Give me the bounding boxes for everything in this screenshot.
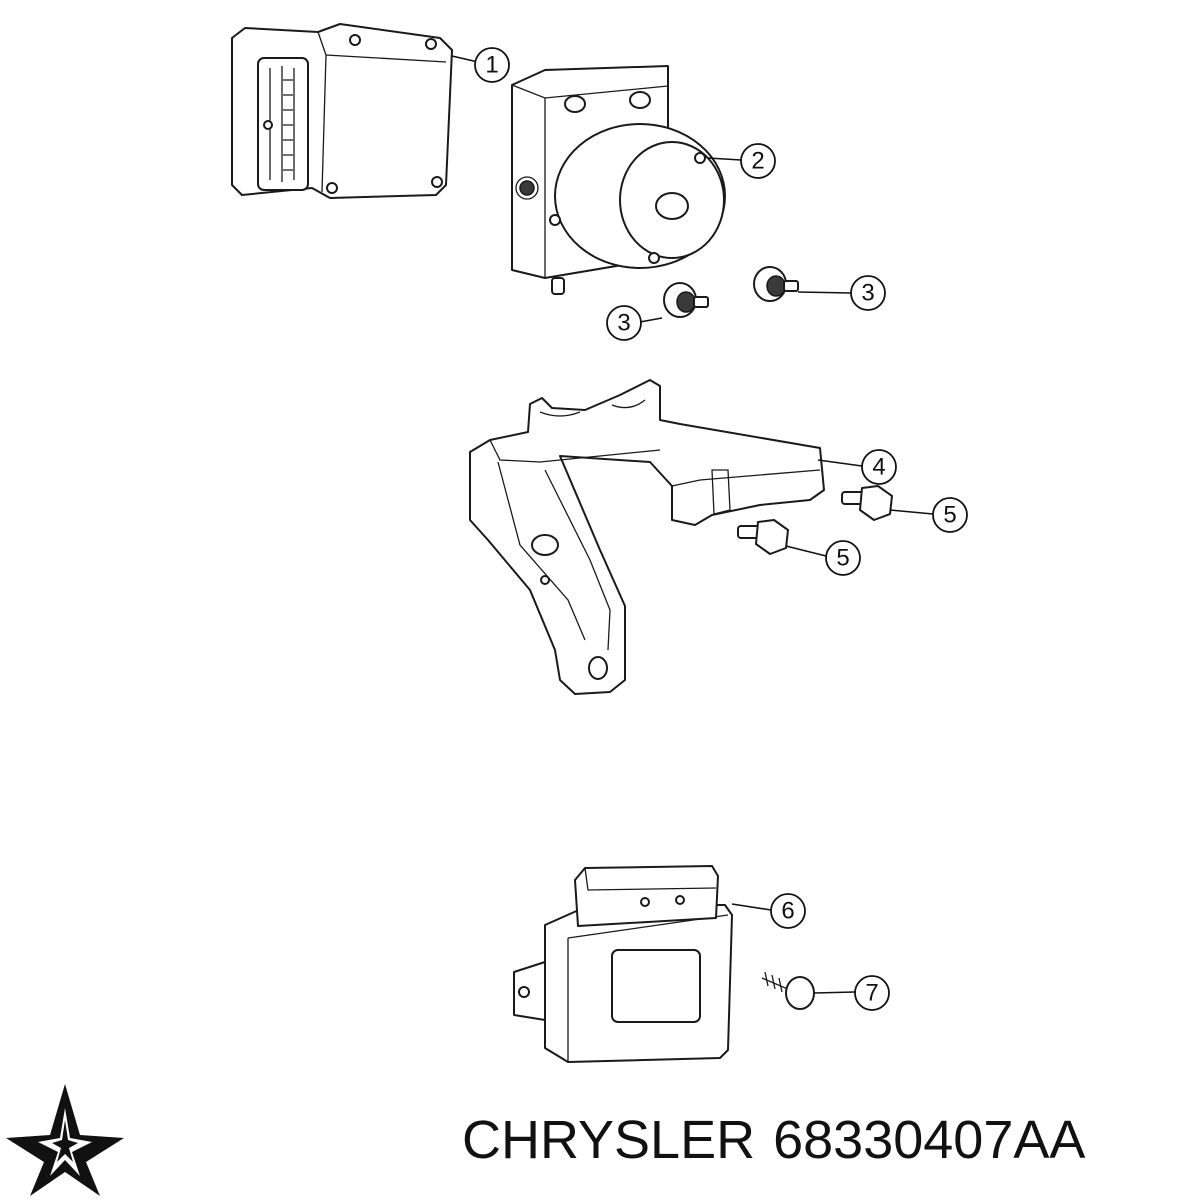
chrysler-logo-icon — [6, 1084, 124, 1196]
callout-7: 7 — [854, 975, 890, 1011]
hydraulic-unit-part — [511, 65, 726, 295]
callout-1: 1 — [474, 47, 510, 83]
callout-4: 4 — [861, 449, 897, 485]
brand-name: CHRYSLER — [462, 1110, 756, 1170]
module-part — [513, 865, 733, 1063]
bolt-part-upper — [841, 485, 893, 521]
svg-text:5: 5 — [943, 502, 956, 529]
svg-text:4: 4 — [872, 454, 885, 481]
callout-3-left: 3 — [606, 305, 642, 341]
svg-text:2: 2 — [751, 148, 764, 175]
callout-5-upper: 5 — [932, 497, 968, 533]
callout-6: 6 — [770, 893, 806, 929]
bolt-part-lower — [737, 519, 789, 555]
isolator-part-left — [663, 282, 709, 318]
control-module-part — [231, 23, 453, 199]
callout-2: 2 — [740, 143, 776, 179]
svg-text:6: 6 — [781, 898, 794, 925]
svg-text:3: 3 — [861, 280, 874, 307]
svg-text:1: 1 — [485, 52, 498, 79]
svg-text:5: 5 — [836, 545, 849, 572]
bracket-part — [469, 379, 825, 695]
leader-lines — [451, 55, 934, 994]
isolator-part-right — [753, 266, 799, 302]
svg-text:7: 7 — [865, 980, 878, 1007]
screw-part — [761, 971, 815, 1010]
brand-caption: CHRYSLER 68330407AA — [462, 1108, 1085, 1172]
callout-3-right: 3 — [850, 275, 886, 311]
svg-text:3: 3 — [617, 310, 630, 337]
part-number: 68330407AA — [773, 1110, 1086, 1170]
callout-5-lower: 5 — [825, 540, 861, 576]
